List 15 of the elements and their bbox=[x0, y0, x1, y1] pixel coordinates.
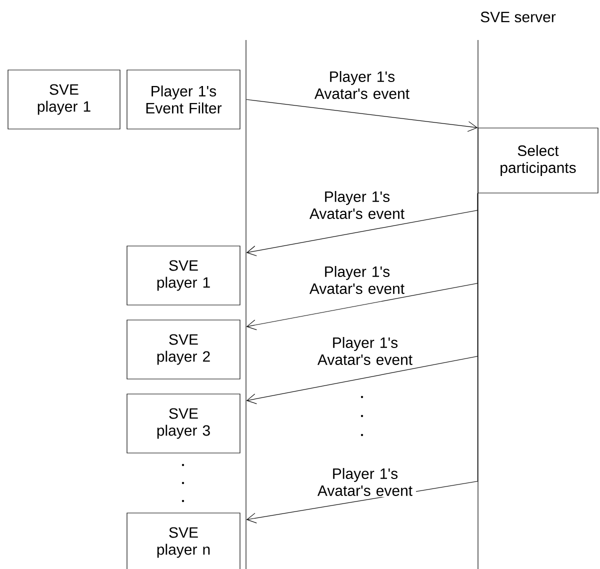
arrow bbox=[246, 99, 478, 132]
edge-label: Player 1's Avatar's event bbox=[306, 190, 408, 220]
edge-label: Player 1's Avatar's event bbox=[306, 264, 408, 295]
process-box: Player 1's Event Filter bbox=[126, 70, 240, 130]
process-box: SVE player 3 bbox=[126, 394, 240, 454]
process-box: SVE player n bbox=[126, 512, 240, 569]
edge-label: Player 1's Avatar's event bbox=[314, 466, 416, 497]
process-box: SVE player 1 bbox=[126, 246, 240, 306]
process-box: SVE player 1 bbox=[8, 70, 120, 130]
process-box: SVE player 2 bbox=[126, 320, 240, 380]
edge-label: Player 1's Avatar's event bbox=[311, 70, 413, 100]
arrow bbox=[246, 193, 478, 524]
process-box: Select participants bbox=[478, 128, 598, 194]
edge-label: Player 1's Avatar's event bbox=[314, 336, 416, 366]
lifeline-label: SVE server bbox=[480, 12, 556, 22]
